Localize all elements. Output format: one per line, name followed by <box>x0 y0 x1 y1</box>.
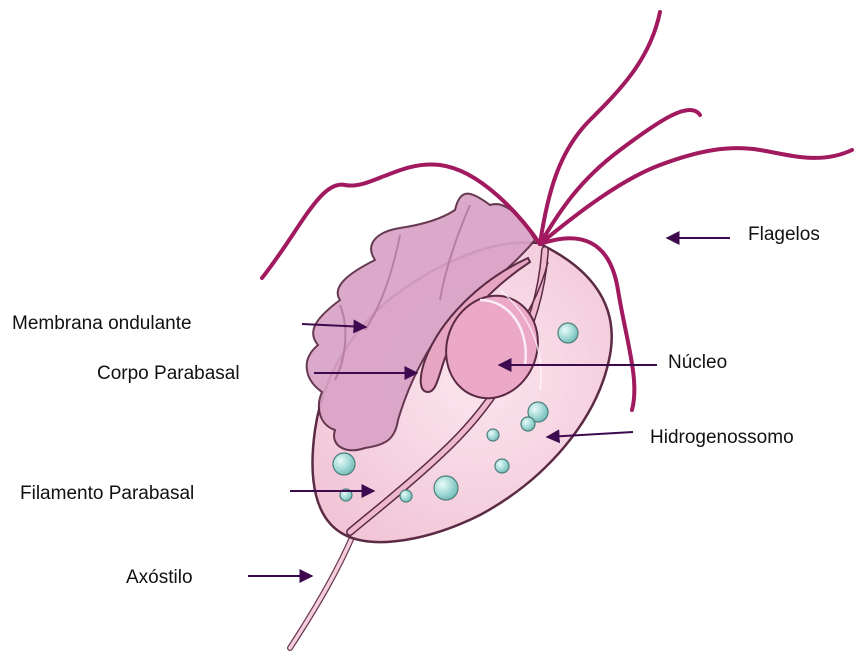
label-nucleo: Núcleo <box>668 353 727 372</box>
label-corpo-parabasal: Corpo Parabasal <box>97 364 240 383</box>
label-hidrogenossomo: Hidrogenossomo <box>650 428 794 447</box>
label-axostilo: Axóstilo <box>126 568 193 587</box>
label-filamento-parabasal: Filamento Parabasal <box>20 484 194 503</box>
label-flagelos: Flagelos <box>748 225 820 244</box>
label-membrana-ondulante: Membrana ondulante <box>12 314 192 333</box>
